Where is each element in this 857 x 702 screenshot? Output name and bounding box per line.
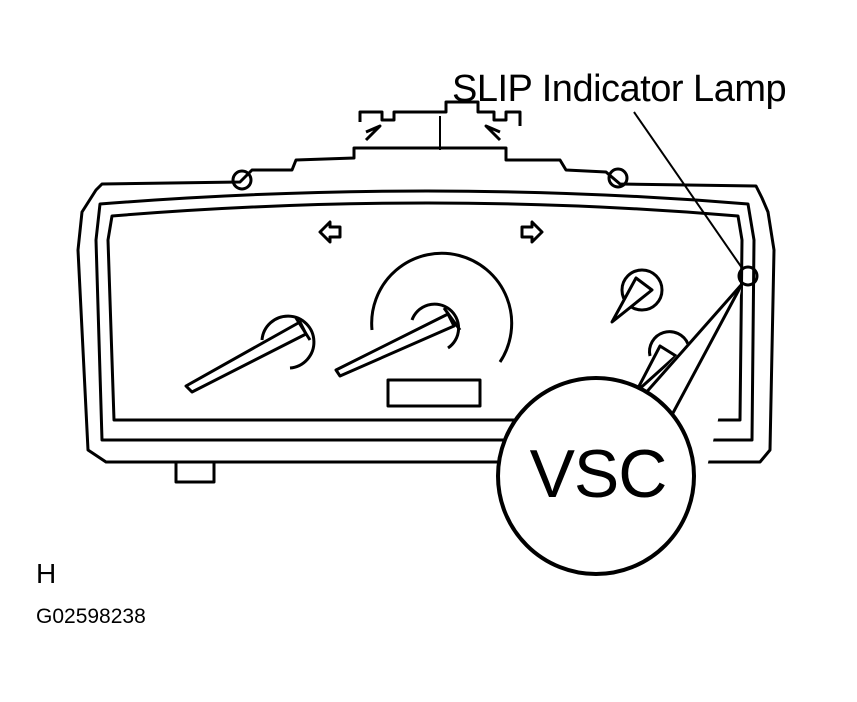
fuel-gauge [610,268,664,324]
slip-indicator-lamp [737,265,759,287]
left-turn-arrow-icon [318,220,342,244]
right-mounting-knob [607,167,629,189]
top-mounting-bracket [358,100,522,126]
outer-housing [76,146,776,464]
temperature-gauge [634,330,690,394]
left-mounting-knob [231,169,253,191]
figure-reference-code: G02598238 [36,605,146,628]
bottom-tab [174,462,216,484]
reference-letter: H [36,558,57,589]
inner-bezel [94,189,756,442]
tachometer-gauge [184,314,316,394]
dial-window [106,201,744,422]
slip-indicator-lamp-label: SLIP Indicator Lamp [452,68,787,110]
odometer-display [386,378,482,408]
vsc-magnified-text: VSC [529,436,668,512]
speedometer-needle [334,302,462,378]
speedometer-arc [370,251,514,363]
magnifier-circle [496,376,696,576]
right-turn-arrow-icon [520,220,544,244]
callout-leader-line [633,111,743,269]
